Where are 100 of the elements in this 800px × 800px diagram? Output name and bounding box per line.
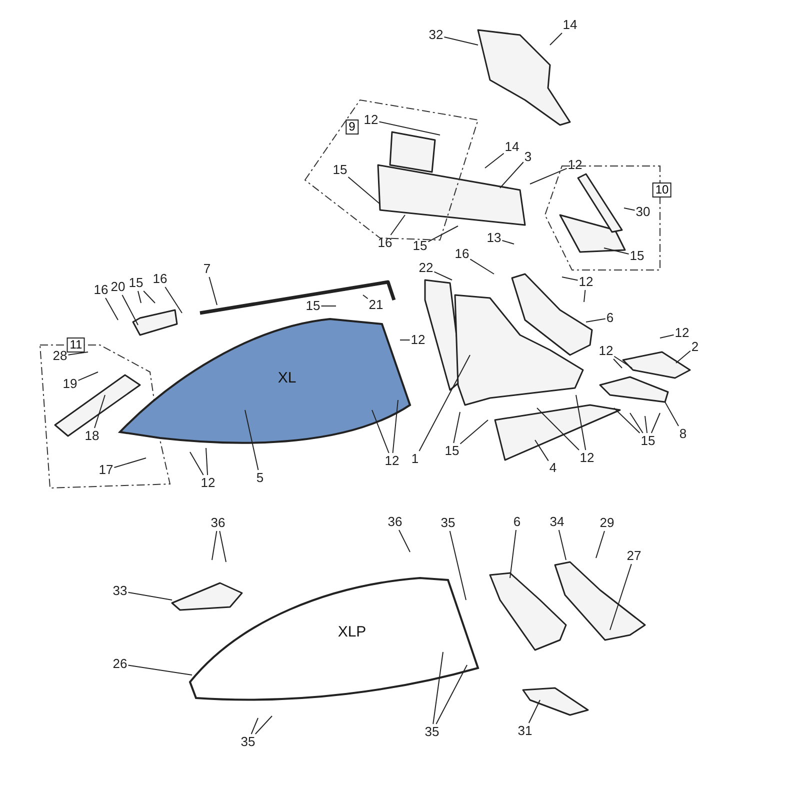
callout-number: 36 bbox=[388, 515, 402, 529]
callout-number: 16 bbox=[152, 272, 168, 286]
callout-number: 19 bbox=[62, 377, 78, 391]
leader-line bbox=[550, 32, 562, 46]
callout-number: 15 bbox=[640, 434, 656, 448]
callout-number: 2 bbox=[691, 340, 699, 354]
leader-line bbox=[610, 564, 632, 630]
callout-number: 29 bbox=[600, 516, 614, 530]
leader-line bbox=[576, 394, 586, 450]
leader-line bbox=[378, 121, 440, 136]
leader-line bbox=[614, 408, 640, 434]
leader-line bbox=[676, 350, 691, 364]
leader-line bbox=[453, 412, 460, 444]
callout-number: 13 bbox=[486, 231, 502, 245]
callout-number: 12 bbox=[384, 454, 400, 468]
leader-line bbox=[449, 530, 466, 600]
leader-line bbox=[613, 358, 622, 368]
leader-line bbox=[534, 440, 549, 462]
model-label: XLP bbox=[338, 624, 366, 640]
leader-line bbox=[94, 394, 106, 428]
callout-number: 15 bbox=[630, 249, 644, 263]
leader-line bbox=[630, 412, 644, 434]
callout-number: 36 bbox=[210, 516, 226, 530]
leader-line bbox=[244, 410, 259, 470]
leader-line bbox=[436, 664, 468, 724]
leader-line bbox=[644, 416, 648, 434]
leader-line bbox=[372, 410, 390, 454]
leader-line bbox=[562, 276, 578, 281]
leader-line bbox=[528, 700, 540, 724]
callout-number: 15 bbox=[306, 299, 320, 313]
leader-line bbox=[444, 36, 478, 46]
leader-line bbox=[398, 530, 410, 552]
callout-number: 14 bbox=[504, 140, 520, 154]
callout-number: 12 bbox=[580, 451, 594, 465]
leader-line bbox=[660, 334, 674, 338]
leader-line bbox=[624, 208, 636, 211]
callout-number: 12 bbox=[568, 158, 582, 172]
leader-line bbox=[128, 592, 172, 600]
callout-number: 12 bbox=[578, 275, 594, 289]
callout-number: 27 bbox=[626, 549, 642, 563]
callout-number: 12 bbox=[598, 344, 614, 358]
callout-number: 12 bbox=[674, 326, 690, 340]
callout-number: 33 bbox=[112, 584, 128, 598]
group-number: 9 bbox=[346, 120, 358, 134]
callout-number: 5 bbox=[256, 471, 264, 485]
leader-line bbox=[604, 248, 630, 254]
leader-line bbox=[212, 530, 218, 560]
callout-number: 8 bbox=[679, 427, 687, 441]
callout-number: 7 bbox=[203, 262, 211, 276]
callout-number: 15 bbox=[332, 163, 348, 177]
callout-number: 16 bbox=[454, 247, 470, 261]
leader-line bbox=[362, 294, 368, 300]
leader-line bbox=[114, 458, 146, 468]
leader-line bbox=[138, 290, 142, 304]
callout-number: 17 bbox=[98, 463, 114, 477]
leader-line bbox=[219, 530, 226, 562]
leader-line bbox=[432, 652, 444, 724]
callout-number: 35 bbox=[424, 725, 440, 739]
leader-line bbox=[500, 162, 524, 188]
leader-line bbox=[530, 168, 568, 184]
callout-number: 14 bbox=[562, 18, 578, 32]
callout-number: 12 bbox=[410, 333, 426, 347]
callout-number: 6 bbox=[513, 515, 521, 529]
callout-number: 15 bbox=[412, 239, 428, 253]
callout-number: 30 bbox=[636, 205, 650, 219]
leader-line bbox=[470, 258, 494, 274]
callout-number: 15 bbox=[128, 276, 144, 290]
leader-line bbox=[128, 664, 192, 676]
callout-number: 20 bbox=[110, 280, 126, 294]
leader-line bbox=[558, 530, 566, 560]
group-number: 11 bbox=[66, 338, 86, 352]
leader-line bbox=[122, 294, 138, 326]
leader-line bbox=[510, 530, 516, 578]
callout-number: 4 bbox=[549, 461, 557, 475]
callout-number: 26 bbox=[112, 657, 128, 671]
callout-number: 35 bbox=[440, 516, 456, 530]
leader-line bbox=[502, 240, 514, 244]
callout-number: 3 bbox=[524, 150, 532, 164]
group-number: 10 bbox=[652, 182, 672, 198]
callout-number: 12 bbox=[364, 113, 378, 127]
leader-line bbox=[390, 214, 406, 236]
callout-number: 28 bbox=[52, 349, 68, 363]
callout-number: 34 bbox=[550, 515, 564, 529]
leader-line bbox=[208, 276, 218, 306]
leader-line bbox=[68, 352, 88, 356]
leader-line bbox=[434, 271, 452, 280]
leader-line bbox=[190, 452, 204, 476]
leader-line bbox=[650, 412, 660, 434]
callout-number: 22 bbox=[418, 261, 434, 275]
leader-line bbox=[143, 290, 156, 304]
callout-number: 15 bbox=[444, 444, 460, 458]
callout-number: 6 bbox=[606, 311, 614, 325]
leader-line bbox=[664, 402, 679, 426]
leader-line bbox=[584, 290, 586, 302]
leader-line bbox=[418, 354, 470, 452]
callout-number: 18 bbox=[84, 429, 100, 443]
callout-number: 31 bbox=[518, 724, 532, 738]
leader-line bbox=[614, 356, 632, 368]
leader-line bbox=[206, 448, 208, 476]
callout-number: 12 bbox=[200, 476, 216, 490]
